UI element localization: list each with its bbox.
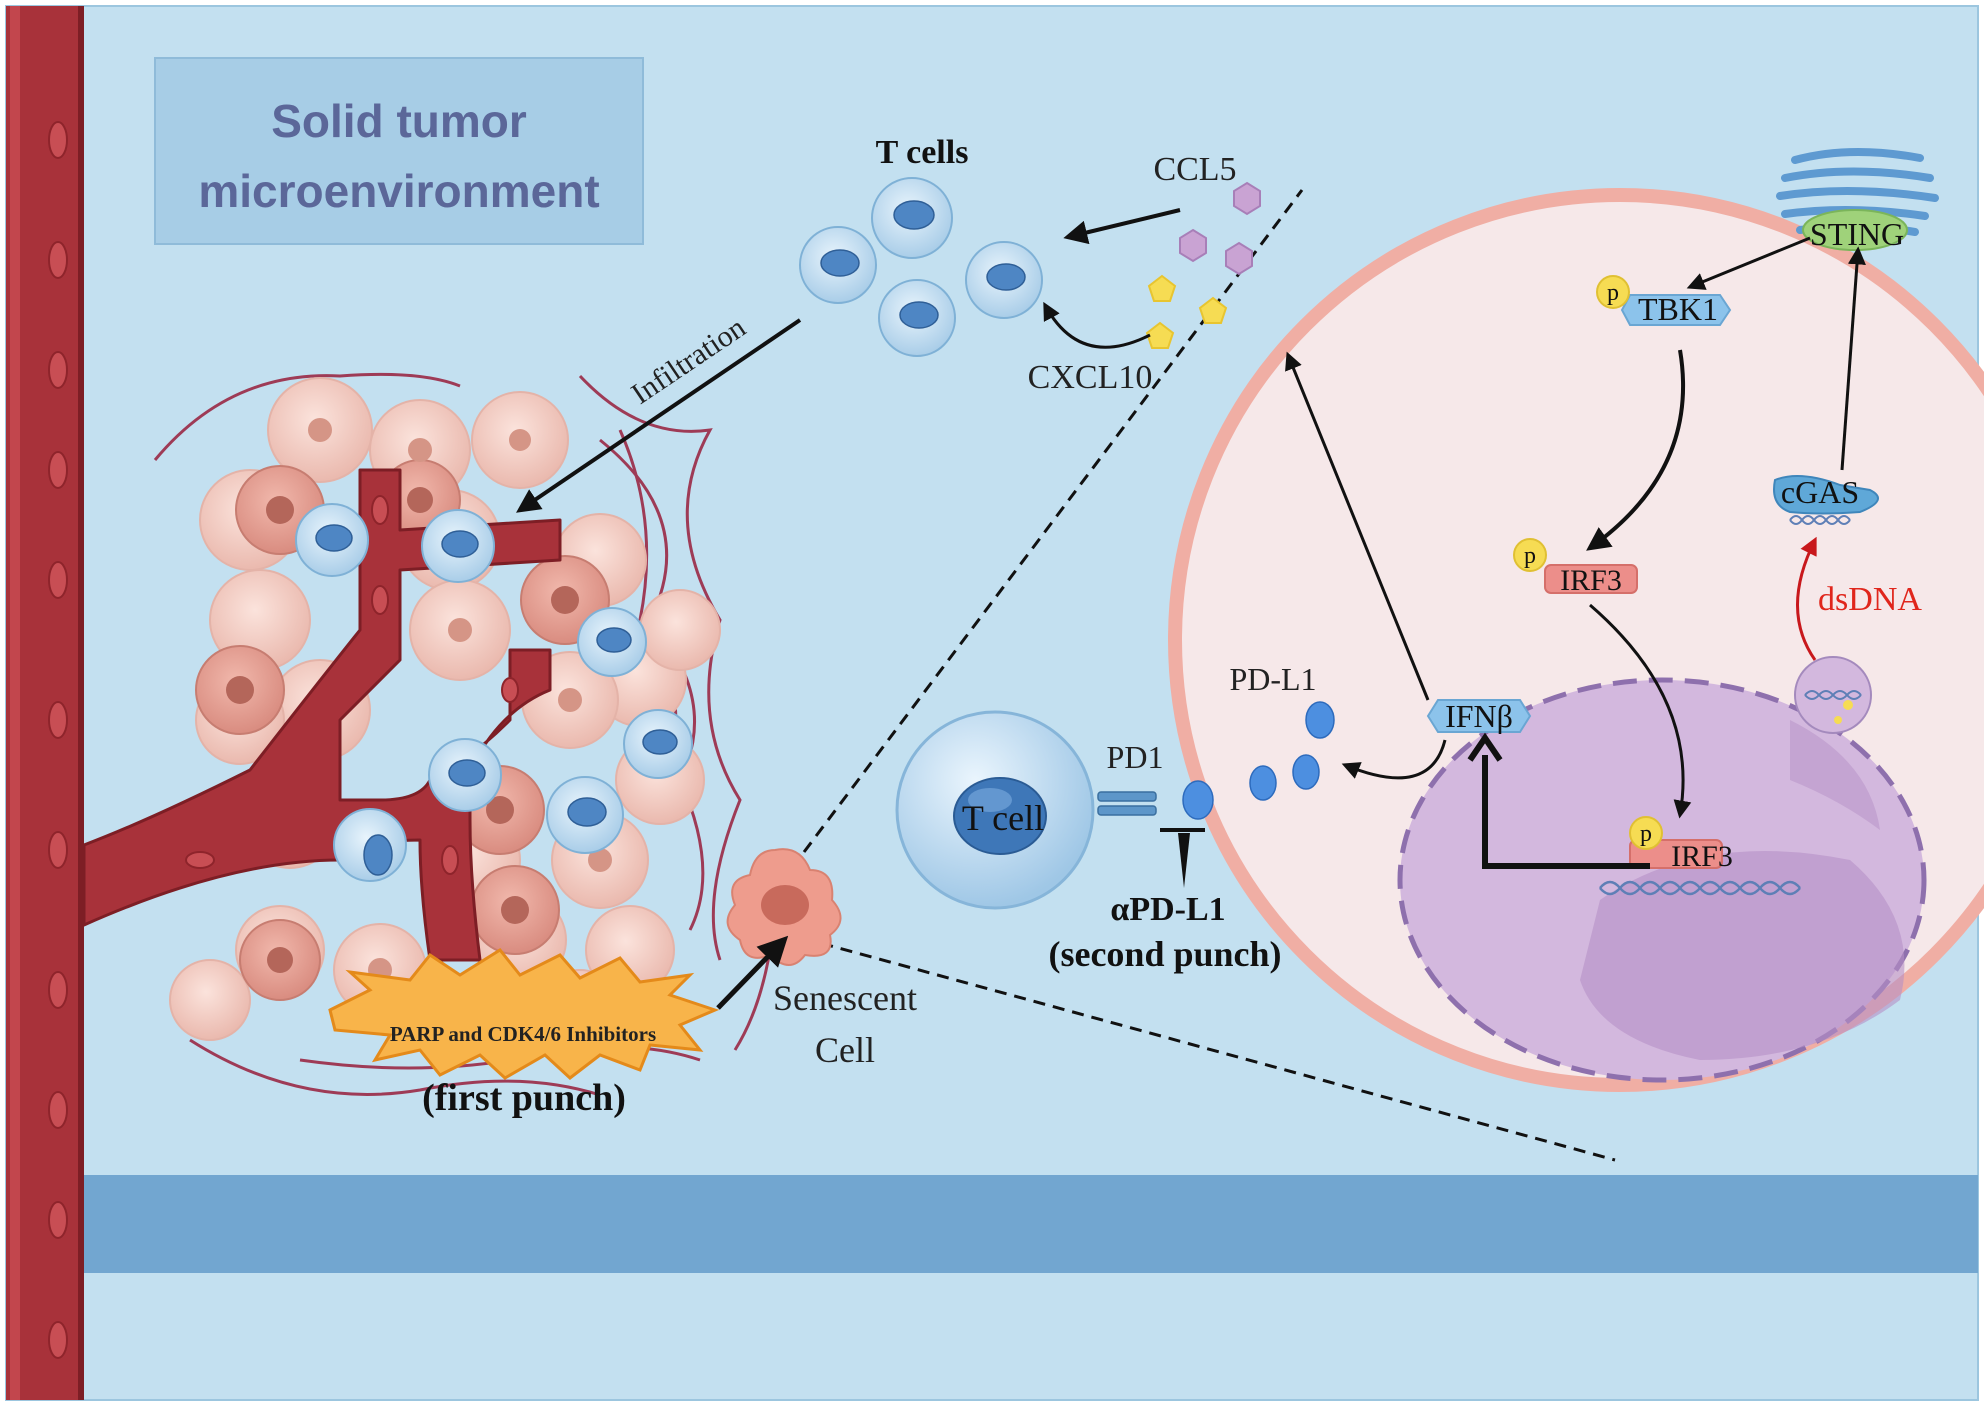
tbk1-label: TBK1 — [1638, 291, 1718, 327]
irf3-nuc-phospho-label: p — [1640, 821, 1652, 847]
title-line-2: microenvironment — [198, 165, 599, 217]
apdl1-label: αPD-L1 — [1110, 891, 1225, 928]
cgas-bound-dna — [1789, 515, 1851, 525]
irf3-nuclear: IRF3 p — [1629, 816, 1733, 873]
cgas-protein: cGAS — [1773, 474, 1879, 515]
tbk1-protein: TBK1 p — [1596, 275, 1732, 327]
infiltrating-t-cell-nuclei — [315, 524, 678, 876]
pd1-receptor — [1097, 791, 1157, 816]
cgas-label: cGAS — [1781, 474, 1859, 510]
ifnb-label: IFNβ — [1445, 698, 1513, 734]
irf3-cyto-label: IRF3 — [1560, 564, 1622, 597]
senescent-cell — [726, 848, 842, 966]
ifnb-secretion-arrow — [1285, 351, 1430, 701]
pdl1-molecules — [1182, 701, 1335, 820]
micronucleus — [1794, 656, 1872, 734]
irf3-cyto-phospho-label: p — [1524, 543, 1536, 569]
blood-vessel-left — [6, 6, 84, 1400]
cxcl10-arrow — [1043, 301, 1151, 349]
arrow-drug-to-senescent — [716, 935, 789, 1010]
ccl5-label: CCL5 — [1153, 151, 1236, 188]
cxcl10-pentagons — [1145, 274, 1228, 349]
title-line-1: Solid tumor — [271, 95, 527, 147]
dsdna-to-cgas-arrow — [1796, 536, 1817, 661]
irf3-nuc-label: IRF3 — [1671, 840, 1733, 873]
zoom-line-lower — [801, 936, 1616, 1162]
bottom-membrane-band — [82, 1175, 1978, 1273]
irf3-translocation-arrow — [1589, 603, 1692, 819]
nucleus — [1397, 677, 1927, 1083]
senescent-label-2: Cell — [815, 1030, 875, 1070]
irf3-cytoplasmic: IRF3 p — [1513, 538, 1638, 597]
cxcl10-label: CXCL10 — [1028, 359, 1153, 396]
t-cells-label: T cells — [876, 134, 969, 171]
tbk1-phospho-label: p — [1607, 280, 1619, 306]
tumor-vessel-rbcs — [185, 495, 519, 875]
tbk1-to-irf3-arrow — [1586, 349, 1685, 551]
t-cell-label: T cell — [962, 798, 1044, 838]
senescent-label-1: Senescent — [773, 978, 917, 1018]
sting-to-tbk1-arrow — [1686, 236, 1811, 290]
title-box: Solid tumor microenvironment — [154, 57, 644, 245]
ccl5-arrow — [1063, 208, 1181, 245]
ifnb-protein: IFNβ — [1426, 698, 1532, 734]
pdl1-label: PD-L1 — [1229, 661, 1316, 697]
drug-label: PARP and CDK4/6 Inhibitors — [390, 1022, 656, 1046]
irf3-to-ifnb-arrowhead — [1467, 732, 1503, 762]
ccl5-hexagons — [1179, 181, 1261, 276]
first-punch-label: (first punch) — [422, 1077, 626, 1119]
dna-helix — [1599, 880, 1801, 896]
pd1-label: PD1 — [1107, 739, 1164, 775]
circulating-t-cell-nuclei — [820, 200, 1026, 329]
irf3-to-ifnb-connector — [1482, 755, 1650, 869]
dsdna-label: dsDNA — [1818, 581, 1922, 618]
sting-label: STING — [1810, 216, 1904, 252]
ifnb-to-pdl1-arrow — [1341, 739, 1447, 780]
apdl1-block — [1160, 828, 1205, 888]
second-punch-label: (second punch) — [1048, 934, 1281, 974]
cgas-to-sting-arrow — [1840, 246, 1866, 471]
tumor-cell-cluster — [169, 377, 721, 1051]
effector-t-cell: T cell — [895, 710, 1095, 910]
drug-starburst: PARP and CDK4/6 Inhibitors — [328, 948, 720, 1080]
infiltration-arrow — [516, 318, 802, 513]
